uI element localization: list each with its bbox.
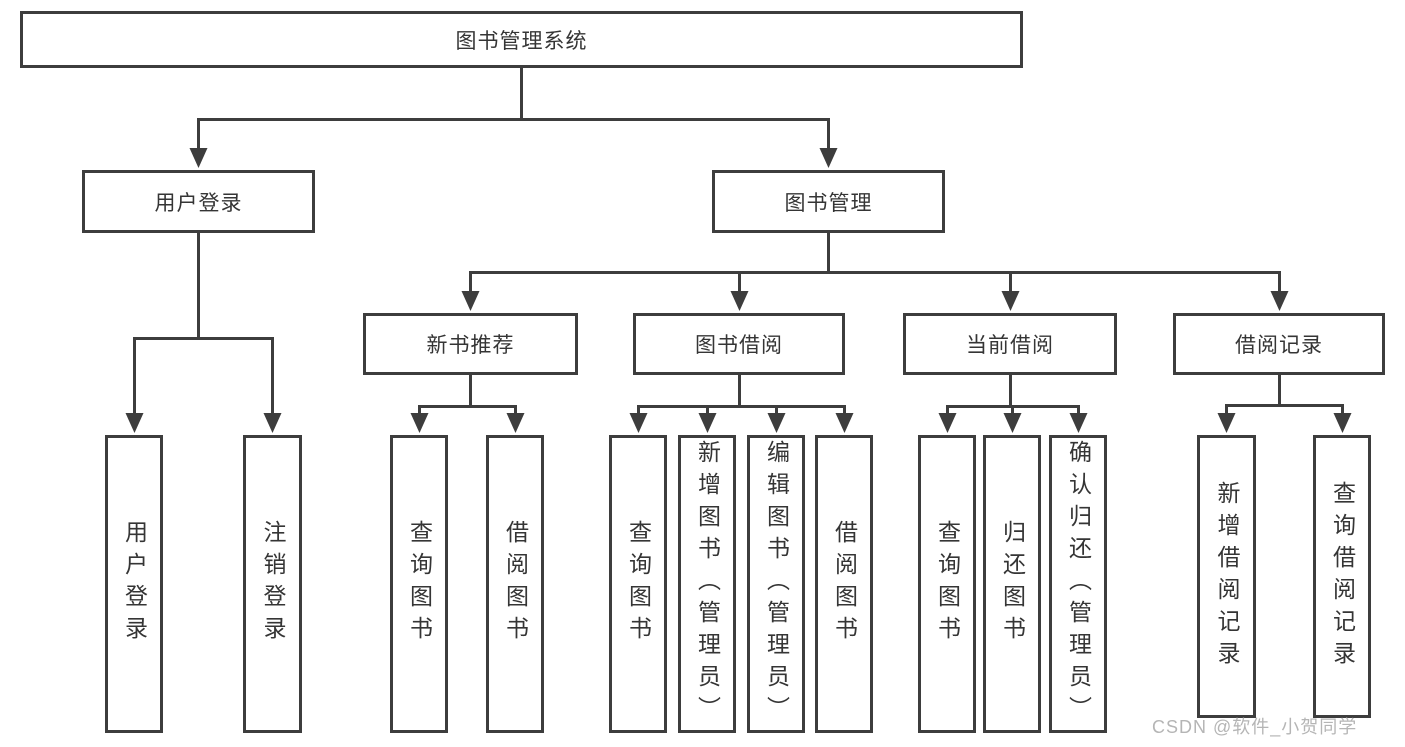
connector-line	[133, 233, 274, 415]
leaf-edit-books-admin: 编辑图书（管理员）	[747, 435, 805, 733]
arrow-down-icon	[506, 413, 525, 433]
arrow-down-icon	[730, 291, 749, 311]
arrow-down-icon	[189, 148, 208, 168]
arrow-down-icon	[1001, 291, 1020, 311]
arrow-down-icon	[263, 413, 282, 433]
arrow-down-icon	[1003, 413, 1022, 433]
leaf-borrow-books: 借阅图书	[815, 435, 873, 733]
arrow-down-icon	[938, 413, 957, 433]
arrow-down-icon	[461, 291, 480, 311]
leaf-user-login: 用户登录	[105, 435, 163, 733]
leaf-current-query-books: 查询图书	[918, 435, 976, 733]
connector-line	[1225, 375, 1344, 415]
leaf-return-books: 归还图书	[983, 435, 1041, 733]
leaf-new-books-query-books: 查询图书	[390, 435, 448, 733]
arrow-down-icon	[819, 148, 838, 168]
arrow-down-icon	[1217, 413, 1236, 433]
node-current-borrowing: 当前借阅	[903, 313, 1117, 375]
node-book-management: 图书管理	[712, 170, 945, 233]
arrow-down-icon	[698, 413, 717, 433]
arrow-down-icon	[125, 413, 144, 433]
node-user-login: 用户登录	[82, 170, 315, 233]
connector-line	[197, 66, 830, 150]
arrow-down-icon	[1333, 413, 1352, 433]
arrow-down-icon	[1069, 413, 1088, 433]
connector-line	[418, 375, 517, 415]
leaf-add-books-admin: 新增图书（管理员）	[678, 435, 736, 733]
arrow-down-icon	[767, 413, 786, 433]
node-borrow-records: 借阅记录	[1173, 313, 1385, 375]
arrow-down-icon	[410, 413, 429, 433]
arrow-down-icon	[835, 413, 854, 433]
arrow-down-icon	[629, 413, 648, 433]
arrow-down-icon	[1270, 291, 1289, 311]
node-new-books: 新书推荐	[363, 313, 578, 375]
node-root: 图书管理系统	[20, 11, 1023, 68]
leaf-logout: 注销登录	[243, 435, 302, 733]
leaf-query-borrow-record: 查询借阅记录	[1313, 435, 1371, 718]
leaf-new-books-borrow-books: 借阅图书	[486, 435, 544, 733]
connector-line	[637, 375, 846, 415]
node-book-borrowing: 图书借阅	[633, 313, 845, 375]
csdn-watermark: CSDN @软件_小贺同学	[1152, 717, 1358, 737]
connector-line	[469, 233, 1281, 293]
leaf-borrow-query-books: 查询图书	[609, 435, 667, 733]
leaf-confirm-return-admin: 确认归还（管理员）	[1049, 435, 1107, 733]
connector-line	[946, 375, 1080, 415]
leaf-add-borrow-record: 新增借阅记录	[1197, 435, 1256, 718]
